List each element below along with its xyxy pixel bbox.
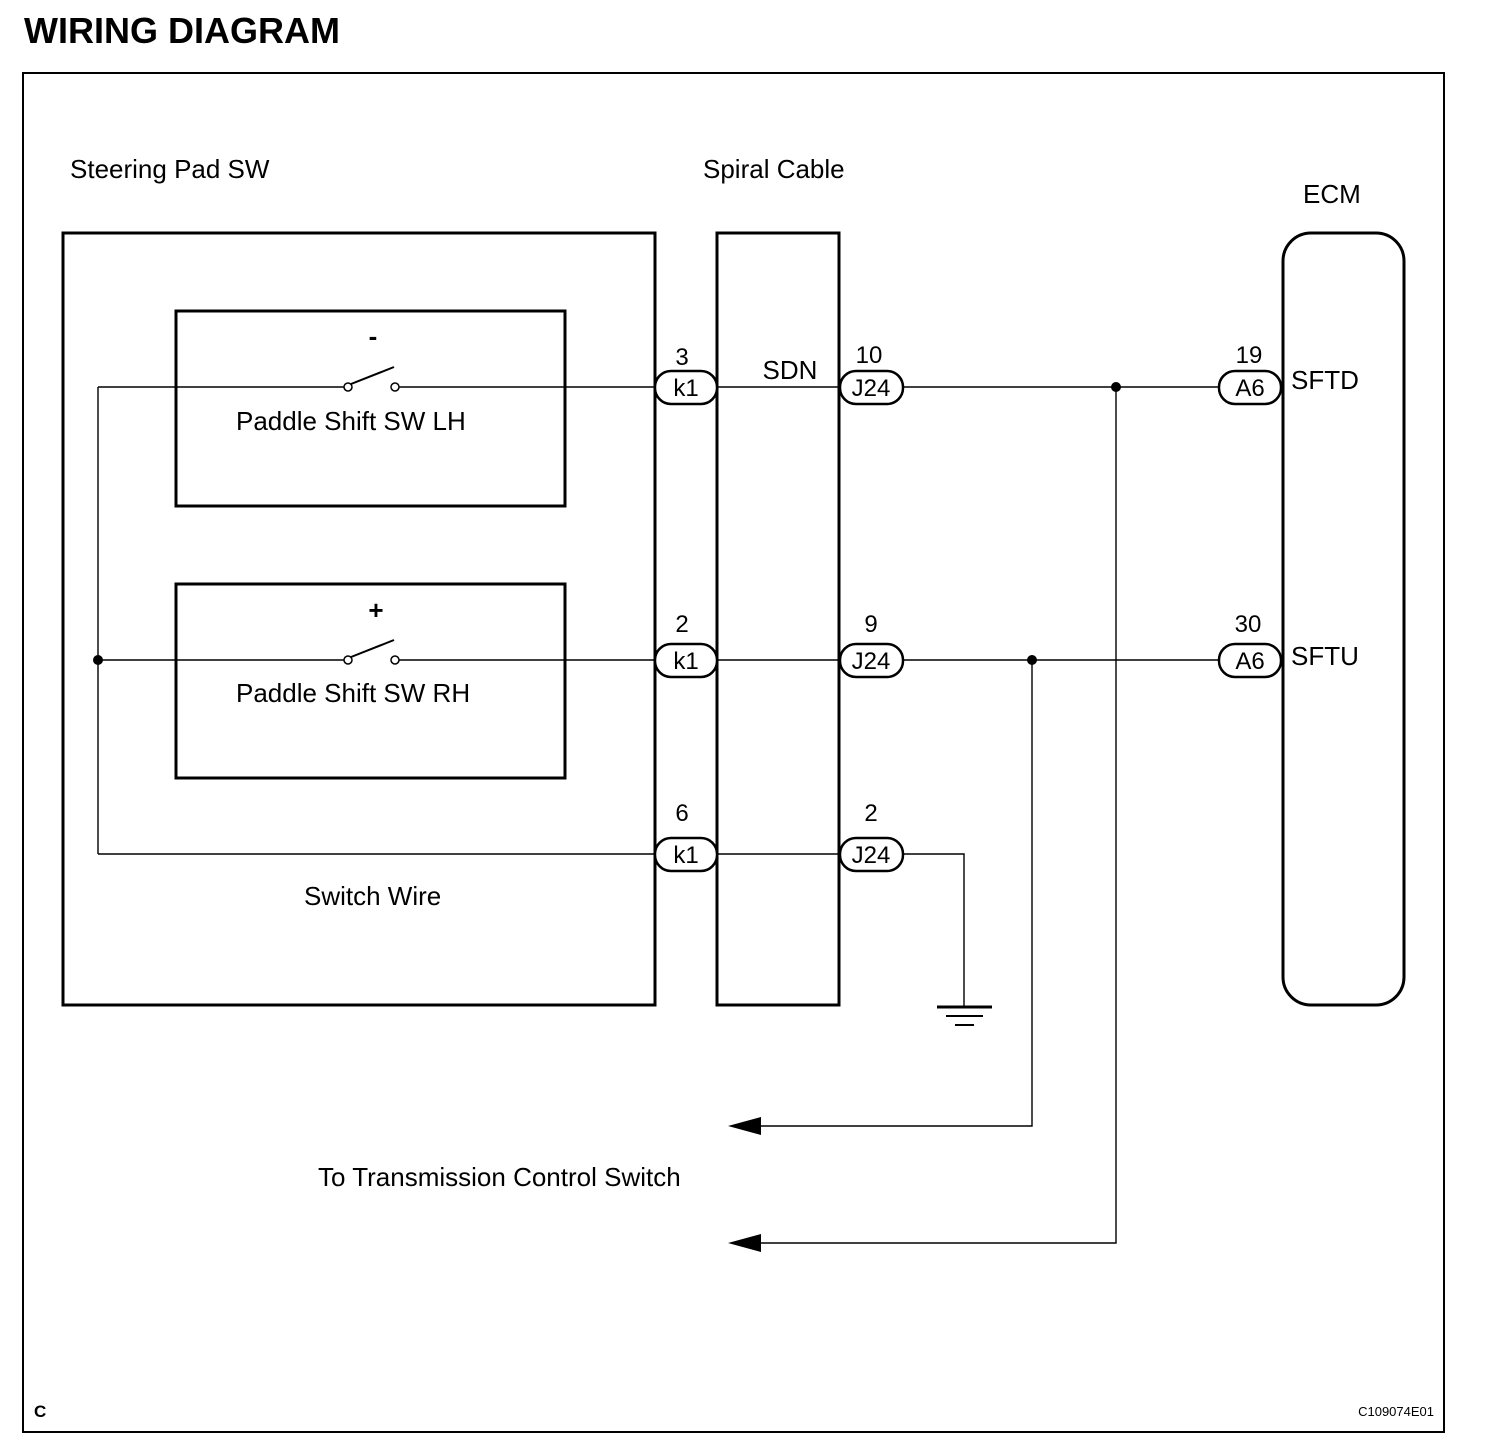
pin-number: 10 bbox=[856, 342, 883, 369]
connector-label: J24 bbox=[852, 648, 891, 675]
steering-pad-label: Steering Pad SW bbox=[70, 154, 270, 184]
splice-dot bbox=[93, 655, 103, 665]
splice-dot bbox=[1027, 655, 1037, 665]
connector-label: A6 bbox=[1235, 648, 1264, 675]
connector-j24-pin2 bbox=[838, 836, 905, 873]
connector-label: k1 bbox=[673, 375, 698, 402]
connector-j24-pin10 bbox=[838, 369, 905, 406]
arrow-left-icon bbox=[728, 1234, 761, 1252]
switch-wire-label: Switch Wire bbox=[304, 881, 441, 911]
pin-number: 3 bbox=[675, 344, 688, 371]
plus-sign: + bbox=[368, 595, 383, 625]
spiral-cable-label: Spiral Cable bbox=[703, 154, 845, 184]
signal-sftu: SFTU bbox=[1291, 641, 1359, 671]
steering-pad-box bbox=[61, 231, 657, 1007]
figure-id: C109074E01 bbox=[1358, 1404, 1434, 1419]
pin-number: 2 bbox=[675, 611, 688, 638]
paddle-lh-box bbox=[174, 309, 567, 508]
section-letter: C bbox=[34, 1402, 46, 1421]
pin-number: 30 bbox=[1235, 611, 1262, 638]
paddle-rh-box bbox=[174, 582, 567, 780]
connector-a6-pin19 bbox=[1217, 369, 1283, 406]
pin-number: 6 bbox=[675, 800, 688, 827]
minus-sign: - bbox=[369, 321, 378, 351]
connector-label: J24 bbox=[852, 375, 891, 402]
diagram-frame bbox=[22, 72, 1445, 1433]
splice-dot bbox=[1111, 382, 1121, 392]
connector-k1-pin2 bbox=[653, 642, 719, 679]
wire-branch-sftu bbox=[760, 660, 1033, 1127]
arrow-left-icon bbox=[728, 1117, 761, 1135]
pin-number: 2 bbox=[864, 800, 877, 827]
connector-a6-pin30 bbox=[1217, 642, 1283, 679]
spiral-cable-box bbox=[715, 231, 841, 1007]
transmission-label: To Transmission Control Switch bbox=[318, 1162, 681, 1192]
paddle-rh-label: Paddle Shift SW RH bbox=[236, 678, 470, 708]
pin-number: 9 bbox=[864, 611, 877, 638]
connector-label: J24 bbox=[852, 842, 891, 869]
ecm-box bbox=[1281, 231, 1406, 1007]
ecm-label: ECM bbox=[1303, 179, 1361, 209]
switch-rh-icon bbox=[343, 639, 400, 665]
signal-sdn: SDN bbox=[763, 355, 818, 385]
connector-label: k1 bbox=[673, 648, 698, 675]
connector-label: k1 bbox=[673, 842, 698, 869]
paddle-lh-label: Paddle Shift SW LH bbox=[236, 406, 466, 436]
wire-ground bbox=[903, 853, 965, 1007]
pin-number: 19 bbox=[1236, 342, 1263, 369]
connector-k1-pin3 bbox=[653, 369, 719, 406]
ground-icon bbox=[937, 1005, 992, 1026]
connector-label: A6 bbox=[1235, 375, 1264, 402]
page-title: WIRING DIAGRAM bbox=[24, 10, 340, 51]
switch-lh-icon bbox=[343, 366, 400, 392]
connector-j24-pin9 bbox=[838, 642, 905, 679]
signal-sftd: SFTD bbox=[1291, 365, 1359, 395]
connector-k1-pin6 bbox=[653, 836, 719, 873]
wire-branch-sftd bbox=[760, 387, 1117, 1244]
